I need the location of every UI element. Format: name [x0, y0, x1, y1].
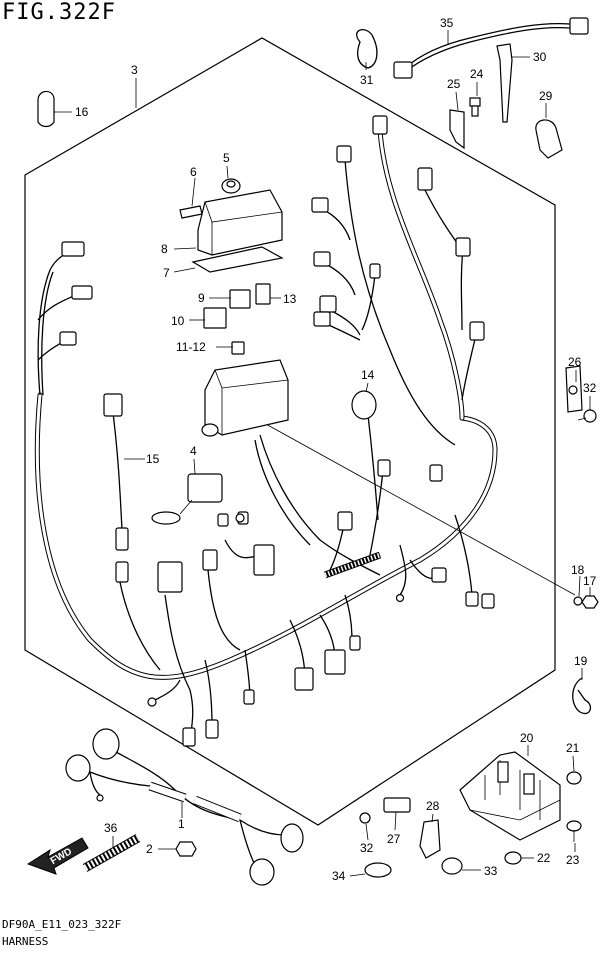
fwd-arrow: FWD [26, 837, 89, 875]
part-4-relay [151, 473, 223, 525]
callout-4: 4 [190, 444, 197, 458]
callout-17: 17 [583, 574, 597, 588]
callout-27: 27 [387, 832, 401, 846]
callouts: 3 16 5 6 8 7 9 13 10 11-12 14 15 4 31 35… [75, 16, 597, 883]
part-19-clip [572, 677, 592, 715]
assembly-frame [24, 37, 556, 826]
top-right-parts [356, 17, 589, 159]
callout-28: 28 [426, 799, 440, 813]
junction-box [201, 359, 289, 437]
part-14-grommet [351, 390, 377, 420]
part-20-bracket [459, 751, 561, 841]
diagram-name: HARNESS [2, 935, 49, 948]
part-21-nut [566, 771, 582, 785]
callout-31: 31 [360, 73, 374, 87]
part-32-bolt [359, 812, 371, 824]
part-18-washer [573, 596, 583, 606]
callout-13: 13 [283, 292, 297, 306]
callout-32a: 32 [583, 381, 597, 395]
callout-36: 36 [104, 821, 118, 835]
callout-16: 16 [75, 105, 89, 119]
callout-35: 35 [440, 16, 454, 30]
callout-1: 1 [178, 817, 185, 831]
callout-3: 3 [131, 63, 138, 77]
relay-box [179, 178, 284, 355]
callout-30: 30 [533, 50, 547, 64]
callout-19: 19 [574, 654, 588, 668]
part-1-lead [65, 728, 304, 886]
callout-9: 9 [198, 291, 205, 305]
callout-34: 34 [332, 869, 346, 883]
callout-15: 15 [146, 452, 160, 466]
callout-10: 10 [171, 314, 185, 328]
callout-32b: 32 [360, 841, 374, 855]
callout-33: 33 [484, 864, 498, 878]
part-27-plate [383, 797, 411, 813]
figure-title: FIG.322F [2, 0, 116, 25]
callout-25: 25 [447, 77, 461, 91]
callout-18: 18 [571, 563, 585, 577]
callout-14: 14 [361, 368, 375, 382]
callout-6: 6 [190, 165, 197, 179]
callout-21: 21 [566, 741, 580, 755]
callout-29: 29 [539, 89, 553, 103]
leader-lines [54, 30, 591, 877]
callout-7: 7 [163, 266, 170, 280]
callout-22: 22 [537, 851, 551, 865]
part-2-nut [175, 841, 197, 857]
part-34-clamp [364, 862, 392, 878]
callout-26: 26 [568, 355, 582, 369]
part-26-bracket [565, 365, 597, 423]
main-harness [34, 127, 576, 741]
part-33-clamp [441, 857, 463, 875]
part-36-sleeve [82, 834, 141, 872]
part-28-clip [419, 819, 441, 859]
part-23-screw [566, 820, 582, 842]
callout-2: 2 [146, 842, 153, 856]
callout-8: 8 [161, 242, 168, 256]
callout-5: 5 [223, 151, 230, 165]
callout-20: 20 [520, 731, 534, 745]
part-22-grommet [504, 851, 522, 865]
part-17-nut [581, 595, 599, 609]
callout-24: 24 [470, 67, 484, 81]
part-16-cap [37, 90, 55, 128]
callout-11-12: 11-12 [176, 340, 206, 354]
diagram-code: DF90A_E11_023_322F [2, 918, 122, 931]
callout-23: 23 [566, 853, 580, 867]
connectors [59, 115, 495, 747]
